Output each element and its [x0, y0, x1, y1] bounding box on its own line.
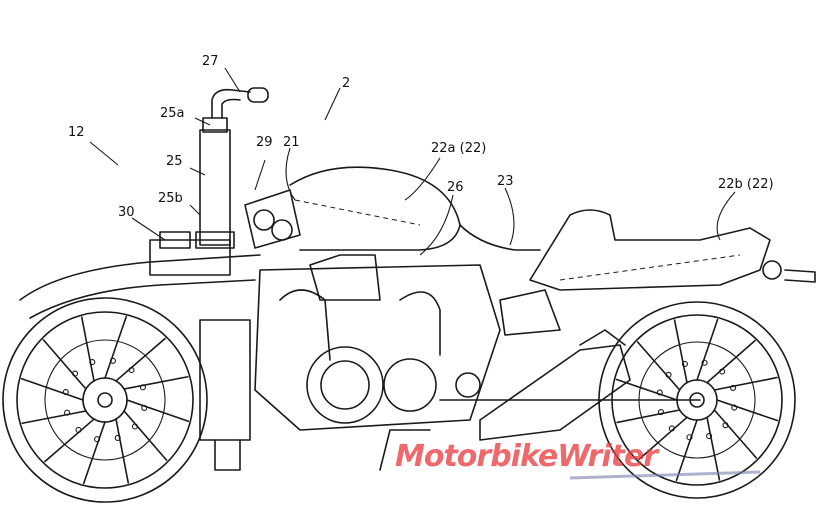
brake-disc-hole — [139, 384, 146, 391]
brake-disc-hole — [668, 425, 675, 432]
wheel-spoke — [82, 421, 106, 485]
wheel-spoke — [616, 409, 681, 424]
wheel-spoke — [21, 410, 87, 425]
brake-disc-hole — [114, 434, 121, 441]
brake-disc-hole — [75, 426, 82, 434]
brake-disc-hole — [109, 357, 116, 364]
front-wheel — [2, 297, 208, 503]
brake-disc-hole — [657, 409, 665, 416]
label-29: 29 — [256, 135, 273, 150]
brake-disc-hole — [729, 384, 737, 391]
brake-disc-hole — [94, 436, 101, 443]
wheel-spoke — [696, 318, 719, 381]
engine — [254, 254, 501, 471]
wheel-spoke — [673, 319, 688, 384]
exhaust — [439, 329, 701, 441]
brake-disc-hole — [722, 422, 729, 429]
label-25: 25 — [166, 154, 183, 169]
brake-disc-hole — [731, 404, 738, 411]
brake-disc-hole — [706, 432, 713, 440]
leader-lines — [89, 67, 736, 256]
brake-disc-hole — [128, 366, 135, 374]
label-12: 12 — [68, 125, 85, 140]
motorbikewriter-watermark: MotorbikeWriter — [395, 439, 761, 480]
wheel-spoke — [115, 337, 166, 382]
watermark-text: MotorbikeWriter — [395, 439, 660, 474]
label-25a: 25a — [160, 106, 185, 121]
brake-disc-hole — [681, 360, 688, 368]
label-2: 2 — [342, 76, 350, 91]
label-23: 23 — [497, 174, 514, 189]
wheel-spoke — [115, 418, 130, 484]
brake-disc-hole — [665, 371, 672, 378]
brake-disc-hole — [701, 359, 708, 366]
wheel-spoke — [44, 418, 95, 463]
label-21: 21 — [283, 135, 300, 150]
wheel-spoke — [713, 409, 758, 459]
label-26: 26 — [447, 180, 464, 195]
wheel-spoke — [123, 410, 168, 461]
wheel-spoke — [638, 416, 688, 461]
wheel-spoke — [636, 341, 681, 391]
label-27: 27 — [202, 54, 219, 69]
label-22b: 22b (22) — [718, 177, 774, 192]
brake-disc-hole — [719, 368, 726, 375]
brake-disc-hole — [64, 409, 71, 416]
brake-disc-hole — [656, 389, 663, 396]
brake-disc-hole — [686, 434, 693, 441]
wheel-spoke — [104, 315, 128, 379]
wheel-spoke — [675, 419, 698, 482]
tank-and-headlight — [244, 166, 541, 251]
brake-disc-hole — [131, 423, 139, 430]
front-frame — [19, 231, 261, 471]
wheel-spoke — [713, 376, 778, 391]
wheel-spoke — [123, 375, 189, 390]
label-30: 30 — [118, 205, 135, 220]
wheel-spoke — [706, 416, 721, 481]
wheel-spoke — [20, 377, 84, 401]
wheel-spoke — [716, 399, 779, 422]
steering-column — [195, 87, 269, 249]
wheel-spoke — [42, 339, 87, 390]
brake-disc-hole — [62, 389, 69, 396]
wheel-spoke — [706, 339, 756, 384]
brake-disc-hole — [89, 359, 96, 366]
brake-disc-hole — [71, 370, 79, 377]
label-22a: 22a (22) — [431, 141, 486, 156]
brake-disc-hole — [141, 404, 148, 411]
wheel-spoke — [80, 316, 95, 382]
label-25b: 25b — [158, 191, 183, 206]
seat-and-fender — [499, 209, 816, 336]
wheel-spoke — [126, 399, 190, 423]
